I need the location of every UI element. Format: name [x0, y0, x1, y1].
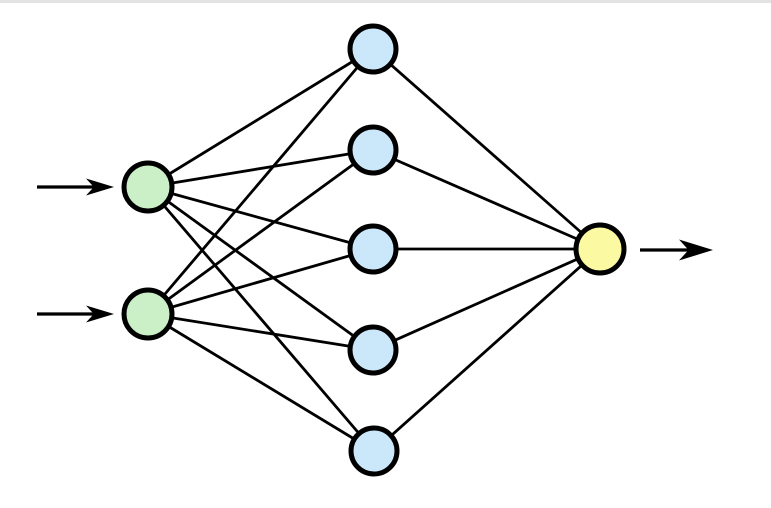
- edge-input-2-to-hidden-2: [147, 148, 374, 316]
- edge-input-1-to-hidden-3: [147, 185, 374, 251]
- edge-input-2-to-hidden-5: [147, 312, 375, 453]
- nodes-layer: [121, 23, 627, 477]
- edge-hidden-5-to-output-1: [373, 247, 601, 453]
- hidden-node-2: [347, 124, 399, 176]
- output-arrow: [640, 239, 713, 261]
- edge-input-1-to-hidden-4: [147, 185, 374, 352]
- hidden-node-5: [348, 425, 400, 477]
- arrow-head-icon: [86, 178, 114, 196]
- edge-input-2-to-hidden-1: [146, 48, 375, 315]
- arrows-layer: [37, 178, 713, 323]
- hidden-node-1: [347, 23, 399, 75]
- edge-input-1-to-hidden-5: [146, 186, 376, 452]
- arrow-head-icon: [679, 239, 713, 261]
- edge-input-1-to-hidden-1: [147, 47, 374, 189]
- input-arrow-2: [37, 305, 114, 323]
- window-top-border: [0, 0, 771, 3]
- edges-layer: [146, 47, 601, 453]
- hidden-node-3: [347, 223, 399, 275]
- input-arrow-1: [37, 178, 114, 196]
- output-node-1: [573, 222, 627, 276]
- edge-input-2-to-hidden-3: [147, 247, 374, 316]
- edge-hidden-4-to-output-1: [372, 247, 601, 352]
- edge-input-1-to-hidden-2: [147, 148, 374, 189]
- arrow-head-icon: [86, 305, 114, 323]
- edge-hidden-2-to-output-1: [372, 148, 601, 251]
- edge-input-2-to-hidden-4: [147, 312, 374, 352]
- hidden-node-4: [347, 324, 399, 376]
- input-node-1: [121, 160, 175, 214]
- edge-hidden-1-to-output-1: [372, 47, 601, 251]
- input-node-2: [121, 287, 175, 341]
